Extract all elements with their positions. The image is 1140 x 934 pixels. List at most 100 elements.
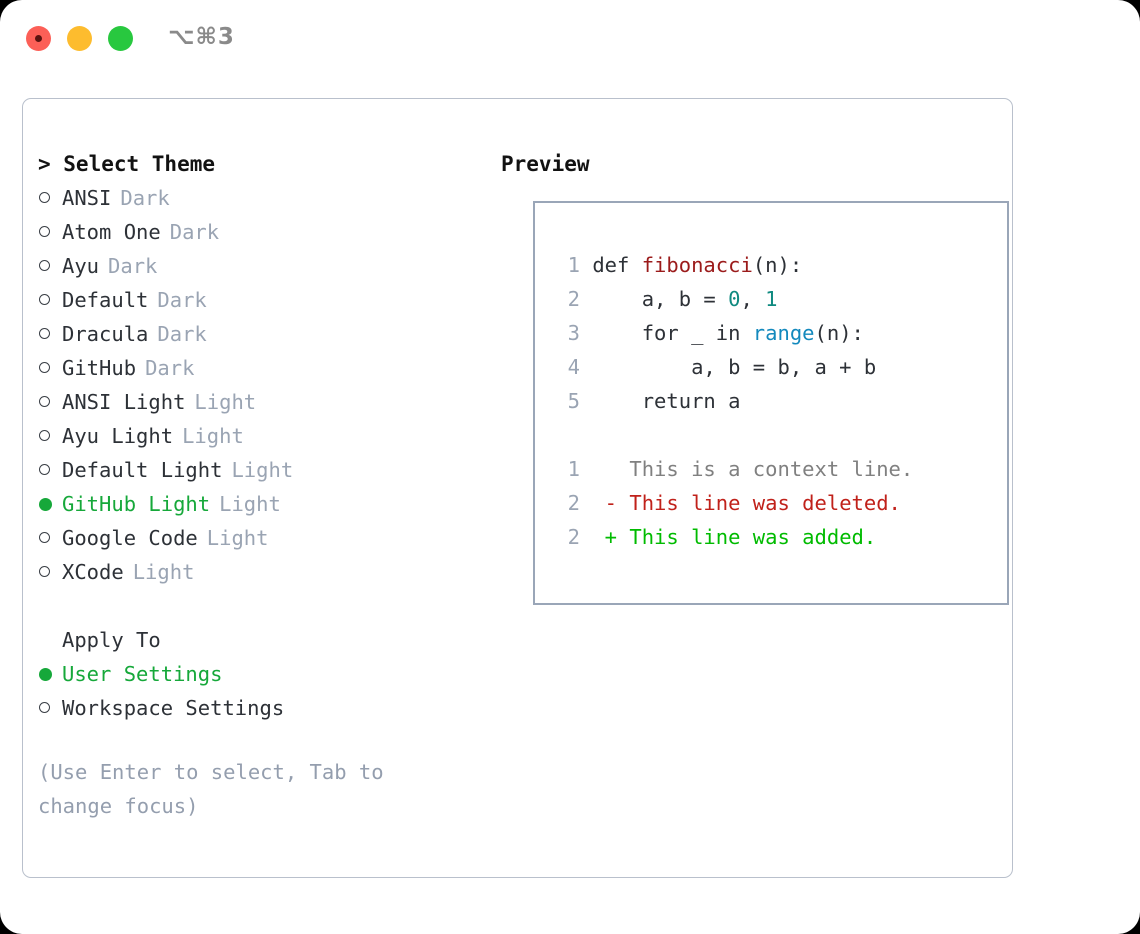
code-gutter-space [580,389,592,413]
theme-option-label: Ayu Light [62,424,174,448]
theme-option-label: Dracula [62,322,149,346]
window-controls [26,26,133,51]
code-line: 1 def fibonacci(n): [554,248,913,282]
theme-variant-tag: Light [231,458,294,482]
theme-option-row[interactable]: Ayu Light Light [38,419,478,453]
radio-glyph [39,566,50,577]
line-number: 2 [567,287,580,311]
code-line: 4 a, b = b, a + b [554,350,913,384]
theme-option-row[interactable]: ANSI Light Light [38,385,478,419]
title-bar: ⌥⌘3 [0,0,1140,78]
diff-line-number: 2 [567,525,580,549]
theme-option-label: Default [62,288,149,312]
radio-glyph [39,498,52,511]
radio-glyph [39,702,50,713]
code-gutter-space [580,355,592,379]
radio-glyph [39,328,50,339]
apply-to-option-row[interactable]: User Settings [38,657,478,691]
code-token-plain: (n): [814,321,864,345]
diff-line: 2 + This line was added. [554,520,913,554]
theme-option-label: Ayu [62,254,100,278]
theme-option-label: Atom One [62,220,161,244]
preview-pane: Preview 1 def fibonacci(n):2 a, b = 0, 1… [501,147,1009,605]
line-number: 3 [567,321,580,345]
theme-option-label: GitHub Light [62,492,211,516]
radio-glyph [39,430,50,441]
theme-option-label: ANSI Light [62,390,186,414]
radio-glyph [39,362,50,373]
theme-variant-tag: Light [194,390,257,414]
apply-to-option-label: Workspace Settings [62,696,285,720]
line-number: 5 [567,389,580,413]
theme-option-row[interactable]: XCode Light [38,555,478,589]
code-blank-line [554,418,913,452]
theme-option-label: Google Code [62,526,198,550]
minimize-button[interactable] [67,26,92,51]
code-token-plain: , [740,287,766,311]
theme-variant-tag: Light [132,560,195,584]
theme-option-row[interactable]: GitHub Dark [38,351,478,385]
theme-option-label: GitHub [62,356,137,380]
keyboard-hint: (Use Enter to select, Tab to change focu… [38,760,384,818]
code-token-plain: for _ in [592,321,753,345]
diff-line: 1 This is a context line. [554,452,914,486]
code-token-plain: return a [592,389,741,413]
diff-line-number: 2 [567,491,580,515]
diff-text: This line was deleted. [629,491,901,515]
apply-to-header-row: Apply To [38,623,478,657]
code-token-plain: (n): [752,253,803,277]
zoom-button[interactable] [108,26,133,51]
diff-text: This line was added. [629,525,877,549]
radio-glyph [39,396,50,407]
close-button[interactable] [26,26,51,51]
radio-glyph [39,532,50,543]
code-token-plain: a, b = [592,287,729,311]
diff-line-number: 1 [567,457,580,481]
theme-option-row[interactable]: Dracula Dark [38,317,478,351]
preview-header: Preview [501,152,590,176]
theme-option-row[interactable]: Google Code Light [38,521,478,555]
theme-option-row[interactable]: Default Dark [38,283,478,317]
radio-glyph [39,464,50,475]
code-gutter-space [580,287,592,311]
apply-to-header: Apply To [62,628,161,652]
code-token-num: 1 [765,287,778,311]
diff-prefix: + [580,525,630,549]
code-token-num: 0 [728,287,741,311]
radio-glyph [39,294,50,305]
theme-variant-tag: Light [206,526,269,550]
radio-glyph [39,260,50,271]
code-token-builtin: range [752,321,815,345]
code-gutter-space [580,321,592,345]
code-line: 5 return a [554,384,913,418]
theme-variant-tag: Dark [169,220,220,244]
diff-line: 2 - This line was deleted. [554,486,913,520]
theme-variant-tag: Dark [157,322,207,346]
theme-variant-tag: Dark [120,186,170,210]
line-number: 1 [567,253,580,277]
window-title: ⌥⌘3 [168,24,235,50]
theme-option-row[interactable]: Atom One Dark [38,215,478,249]
theme-variant-tag: Light [182,424,244,448]
theme-variant-tag: Dark [145,356,195,380]
code-line: 3 for _ in range(n): [554,316,913,350]
code-gutter-space [580,253,592,277]
apply-to-option-row[interactable]: Workspace Settings [38,691,478,725]
diff-prefix [580,457,629,481]
theme-picker-header: > Select Theme [38,152,216,176]
theme-variant-tag: Dark [157,288,207,312]
theme-option-label: XCode [62,560,124,584]
line-number: 4 [567,355,580,379]
code-token-kw: def [592,253,642,277]
code-token-fn: fibonacci [641,253,753,277]
